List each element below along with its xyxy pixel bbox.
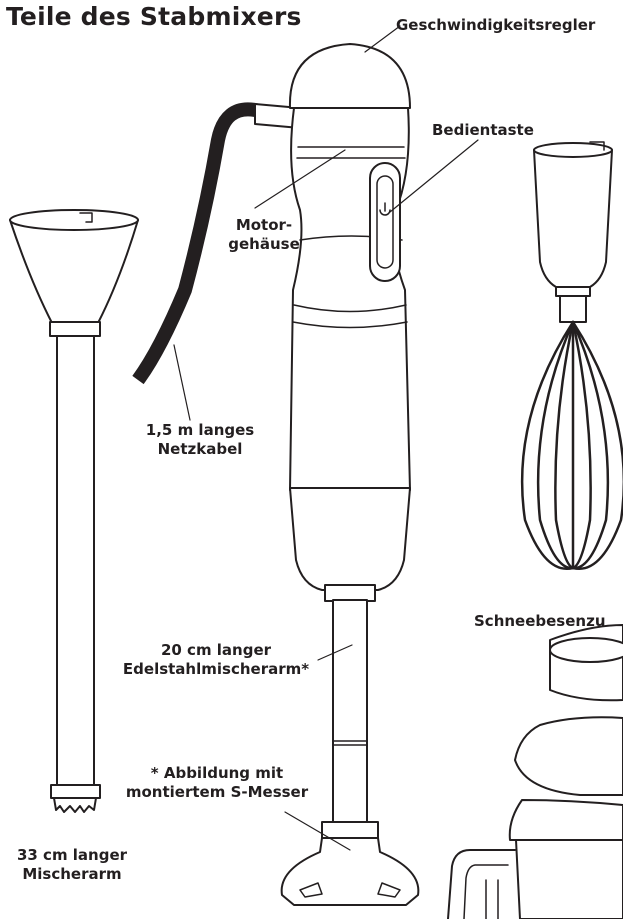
chopper-attachment [448, 625, 623, 919]
speed-control-dial [290, 44, 410, 108]
long-arm-label: 33 cm langer Mischerarm [2, 846, 142, 884]
footnote-label: * Abbildung mit montiertem S-Messer [114, 764, 320, 802]
speed-control-label: Geschwindigkeitsregler [396, 16, 595, 35]
stainless-arm-label: 20 cm langer Edelstahlmischerarm* [108, 641, 324, 679]
whisk-attachment [522, 142, 623, 569]
long-blending-arm [10, 210, 138, 812]
power-cord-label: 1,5 m langes Netzkabel [134, 421, 266, 459]
motor-housing-label: Motor- gehäuse [228, 216, 300, 254]
blade-tip-icon [54, 798, 96, 812]
control-button-label: Bedientaste [432, 121, 534, 140]
immersion-blender [290, 44, 410, 590]
whisk-label: Schneebesenzu [474, 612, 606, 631]
blade-guard [282, 838, 419, 905]
stainless-blending-arm [282, 585, 419, 905]
